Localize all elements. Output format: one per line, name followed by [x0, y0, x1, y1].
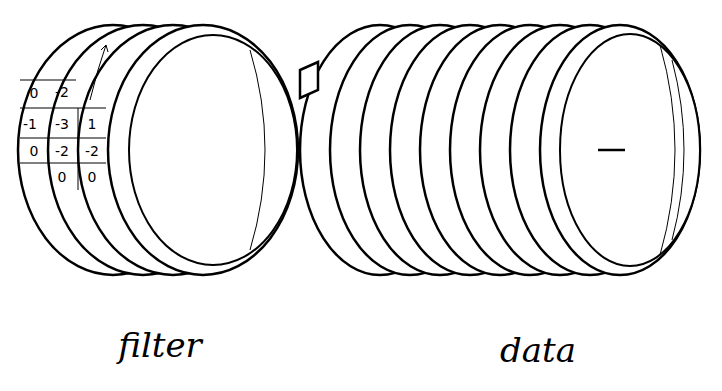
table-cell: 0	[30, 86, 39, 100]
table-cell: 0	[30, 144, 39, 158]
table-cell: -2	[55, 85, 69, 99]
table-cell: -2	[85, 144, 99, 158]
table-cell: -2	[55, 144, 69, 158]
part-name: data	[500, 333, 576, 367]
table-cell: 1	[88, 117, 97, 131]
table-cell: 0	[88, 170, 97, 184]
table-cell: -1	[23, 117, 37, 131]
table-cell: 0	[58, 170, 67, 184]
table-cell: -3	[55, 117, 69, 131]
part-name: filter	[118, 328, 202, 362]
